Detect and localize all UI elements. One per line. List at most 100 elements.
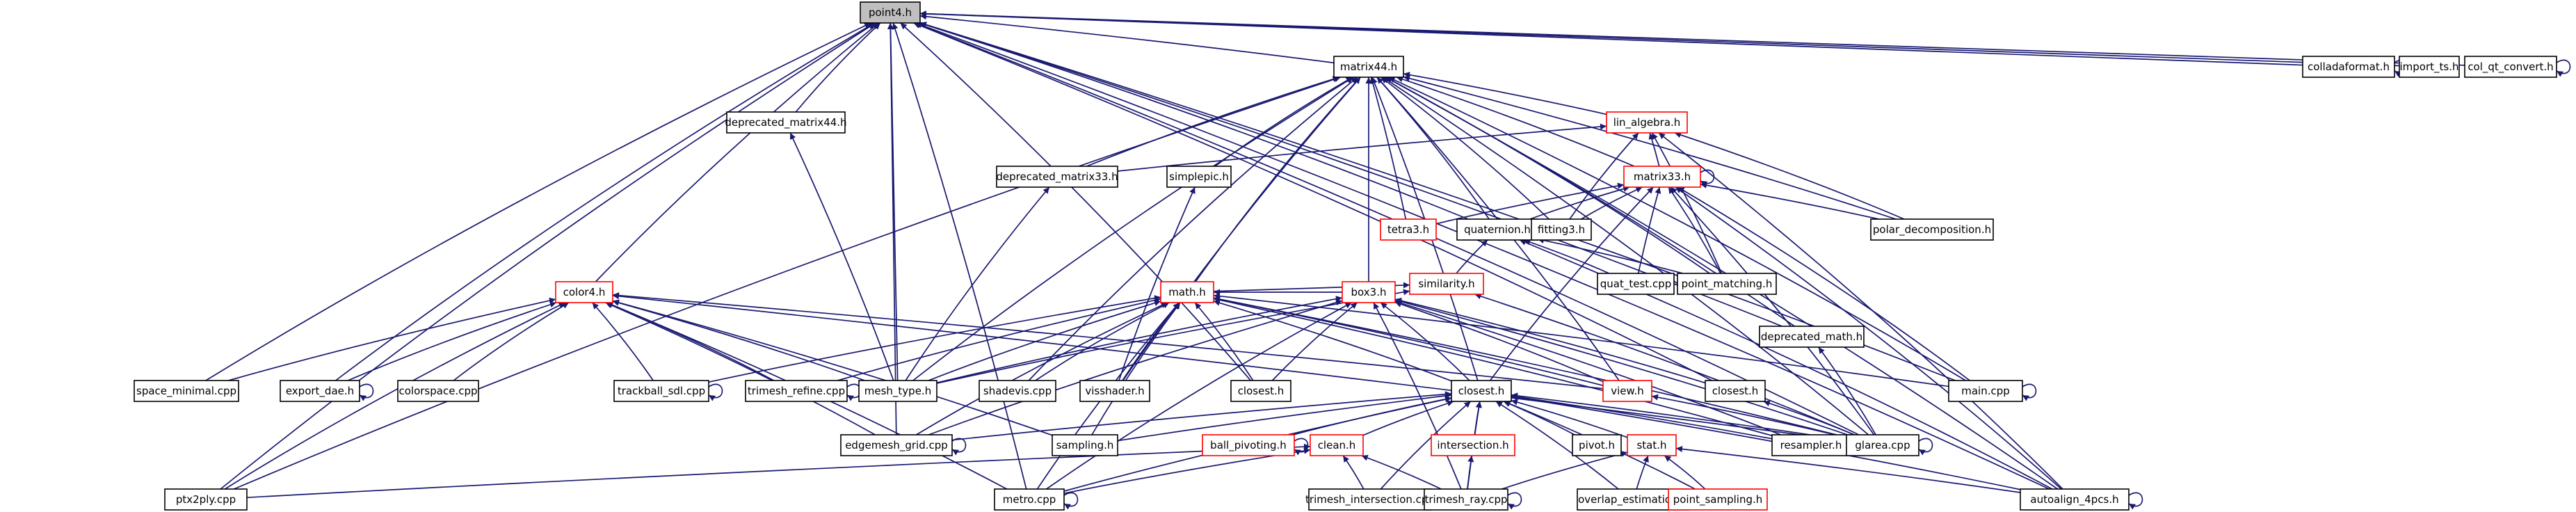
node-import-ts[interactable]: import_ts.h	[2399, 56, 2460, 78]
node-point-matching[interactable]: point_matching.h	[1677, 273, 1777, 295]
node-color4[interactable]: color4.h	[555, 281, 613, 303]
node-box	[726, 111, 846, 134]
node-visshader[interactable]: visshader.h	[1079, 380, 1150, 402]
node-deprecated-matrix44[interactable]: deprecated_matrix44.h	[725, 111, 847, 134]
node-box	[2464, 56, 2557, 78]
dependency-edge	[1086, 76, 1339, 167]
node-autoalign-4pcs[interactable]: autoalign_4pcs.h	[2020, 488, 2130, 511]
node-metro[interactable]: metro.cpp	[994, 488, 1065, 511]
dependency-edge	[1489, 186, 1654, 381]
node-colladaformat[interactable]: colladaformat.h	[2302, 56, 2395, 78]
node-label: trackball_sdl.cpp	[618, 385, 705, 398]
dependency-edge	[951, 438, 967, 456]
node-box	[1668, 488, 1768, 511]
dependency-edge	[1380, 401, 1472, 490]
node-quat-test[interactable]: quat_test.cpp	[1597, 273, 1675, 295]
dependency-edge	[1271, 302, 1358, 381]
node-sampling[interactable]: sampling.h	[1052, 434, 1118, 456]
dependency-edge	[1394, 301, 1604, 383]
node-box	[1202, 434, 1295, 456]
dependency-edge	[1122, 77, 1361, 381]
node-simplepic[interactable]: simplepic.h	[1166, 166, 1232, 188]
dependency-edge	[1294, 438, 1309, 456]
node-space-minimal[interactable]: space_minimal.cpp	[134, 380, 239, 402]
node-point4[interactable]: point4.h	[860, 1, 921, 24]
node-deprecated-matrix33[interactable]: deprecated_matrix33.h	[996, 166, 1118, 188]
dependency-edge	[1651, 132, 1723, 274]
node-label: glarea.cpp	[1855, 439, 1910, 451]
dependency-edge	[1394, 300, 1781, 435]
node-tetra3[interactable]: tetra3.h	[1380, 218, 1437, 241]
dependency-edge	[1194, 302, 1254, 381]
node-quaternion[interactable]: quaternion.h	[1456, 218, 1538, 241]
dependency-edge	[1063, 447, 1311, 495]
node-ball-pivoting[interactable]: ball_pivoting.h	[1202, 434, 1295, 456]
node-trimesh-ray[interactable]: trimesh_ray.cpp	[1424, 488, 1508, 511]
dependency-edge	[1091, 302, 1181, 435]
node-label: trimesh_ray.cpp	[1424, 493, 1507, 506]
node-polar-decomposition[interactable]: polar_decomposition.h	[1870, 218, 1994, 241]
node-similarity[interactable]: similarity.h	[1409, 273, 1484, 295]
dependency-edge	[1456, 239, 1488, 274]
node-label: closest.h	[1238, 385, 1285, 397]
node-glarea[interactable]: glarea.cpp	[1846, 434, 1919, 456]
node-matrix33[interactable]: matrix33.h	[1623, 166, 1701, 188]
node-label: box3.h	[1351, 286, 1387, 298]
node-box	[994, 488, 1065, 511]
node-box3[interactable]: box3.h	[1342, 281, 1396, 303]
dependency-edge	[1213, 300, 1452, 382]
dependency-edge	[347, 301, 557, 381]
dependency-edge	[1674, 131, 1905, 220]
dependency-edge	[892, 22, 1027, 490]
node-trimesh-refine[interactable]: trimesh_refine.cpp	[745, 380, 848, 402]
node-lin-algebra[interactable]: lin_algebra.h	[1606, 111, 1688, 134]
node-mesh-type[interactable]: mesh_type.h	[858, 380, 937, 402]
dependency-edge	[1495, 401, 1619, 490]
node-clean[interactable]: clean.h	[1310, 434, 1364, 456]
node-deprecated-math[interactable]: deprecated_math.h	[1759, 326, 1865, 348]
node-export-dae[interactable]: export_dae.h	[280, 380, 360, 402]
dependency-edge	[708, 383, 723, 401]
node-matrix44[interactable]: matrix44.h	[1333, 56, 1404, 78]
dependency-edge	[1677, 186, 1970, 381]
dependency-edge	[1511, 392, 1847, 441]
dependency-edge	[887, 22, 897, 435]
dependency-edge	[1670, 186, 1875, 435]
node-trackball-sdl[interactable]: trackball_sdl.cpp	[613, 380, 709, 402]
node-stat[interactable]: stat.h	[1627, 434, 1677, 456]
node-col-qt-convert[interactable]: col_qt_convert.h	[2464, 56, 2557, 78]
node-label: deprecated_math.h	[1761, 330, 1862, 344]
node-label: point4.h	[869, 6, 912, 19]
dependency-edge	[612, 292, 1604, 390]
node-view[interactable]: view.h	[1602, 380, 1652, 402]
node-colorspace[interactable]: colorspace.cpp	[397, 380, 479, 402]
node-label: math.h	[1168, 286, 1205, 298]
dependency-edge	[1028, 77, 1358, 381]
node-shadevis[interactable]: shadevis.cpp	[979, 380, 1056, 402]
dependency-edge	[1380, 77, 1549, 220]
node-label: mesh_type.h	[864, 385, 931, 398]
node-math[interactable]: math.h	[1160, 281, 1214, 303]
node-box	[555, 281, 613, 303]
node-edgemesh-grid[interactable]: edgemesh_grid.cpp	[840, 434, 953, 456]
node-main[interactable]: main.cpp	[1948, 380, 2023, 402]
node-closest-a[interactable]: closest.h	[1230, 380, 1291, 402]
node-closest-b[interactable]: closest.h	[1705, 380, 1766, 402]
node-closest-c[interactable]: closest.h	[1451, 380, 1512, 402]
node-label: ball_pivoting.h	[1210, 439, 1287, 452]
node-label: closest.h	[1458, 385, 1505, 397]
dependency-edge	[1537, 237, 1683, 274]
node-label: space_minimal.cpp	[136, 385, 236, 398]
dependency-edge	[1382, 77, 1869, 435]
node-trimesh-intersection[interactable]: trimesh_intersection.cpp	[1305, 488, 1435, 511]
node-pivot[interactable]: pivot.h	[1572, 434, 1622, 456]
dependency-edge	[2128, 492, 2143, 510]
node-box	[858, 380, 937, 402]
dependency-edge	[1046, 302, 1352, 490]
node-point-sampling[interactable]: point_sampling.h	[1668, 488, 1768, 511]
node-ptx2ply[interactable]: ptx2ply.cpp	[164, 488, 248, 511]
node-fitting3[interactable]: fitting3.h	[1531, 218, 1592, 241]
node-resampler[interactable]: resampler.h	[1771, 434, 1851, 456]
node-intersection[interactable]: intersection.h	[1431, 434, 1515, 456]
dependency-edge	[1063, 492, 1079, 510]
